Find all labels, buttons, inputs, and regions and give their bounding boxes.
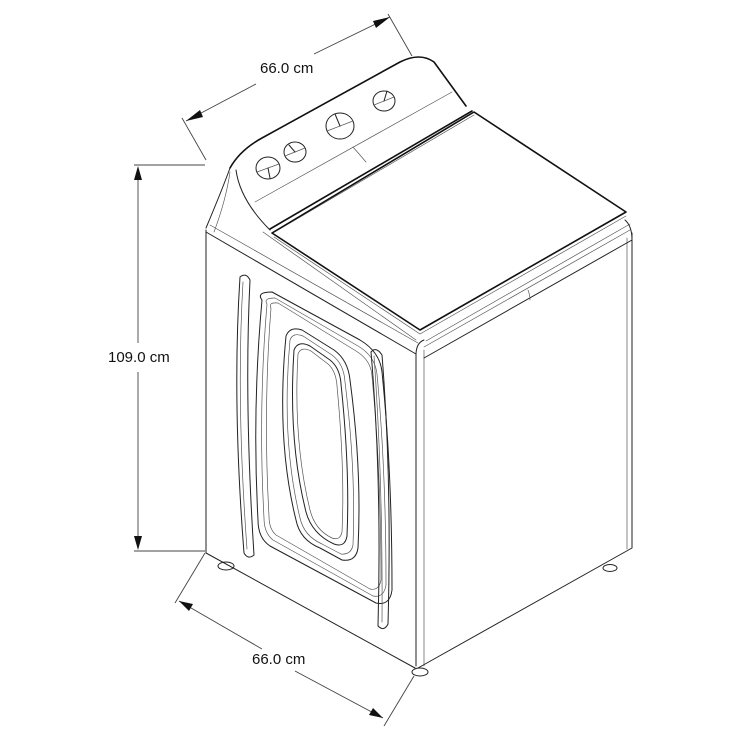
- dimension-height: [134, 164, 205, 552]
- knob-2: [283, 141, 307, 163]
- label-bottom-depth: 66.0 cm: [250, 651, 308, 669]
- dimension-top-width: [181, 13, 413, 161]
- dimension-bottom-depth: [174, 552, 415, 727]
- control-console: [205, 56, 475, 234]
- knob-3: [325, 112, 355, 140]
- label-top-width: 66.0 cm: [258, 60, 316, 78]
- right-grip-slot: [370, 349, 390, 630]
- washer-lid: [262, 111, 627, 341]
- washer-body: [205, 219, 633, 677]
- label-height: 109.0 cm: [106, 349, 172, 367]
- knob-1: [255, 156, 281, 180]
- door-window: [282, 328, 360, 561]
- left-grip-slot: [236, 274, 255, 558]
- knob-4: [372, 90, 396, 112]
- door-outer-frame: [255, 291, 393, 604]
